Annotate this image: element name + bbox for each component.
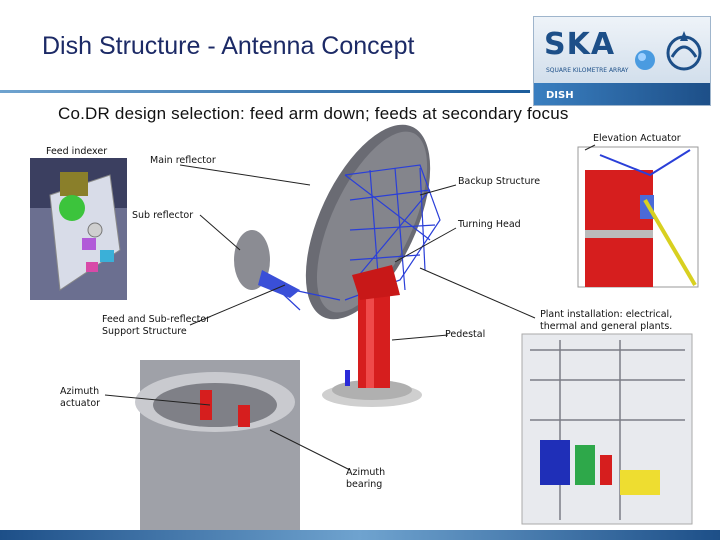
- label-azimuth-actuator-line2: actuator: [60, 398, 101, 409]
- logo-brand: SKA: [544, 27, 616, 62]
- ska-logo: SKA SQUARE KILOMETRE ARRAY DISH: [533, 16, 711, 106]
- slide-subtitle: Co.DR design selection: feed arm down; f…: [58, 104, 569, 123]
- label-elevation-actuator: Elevation Actuator: [593, 133, 681, 144]
- azimuth-image: [135, 360, 300, 530]
- label-feed-support-line1: Feed and Sub-reflector: [102, 314, 211, 325]
- label-feed-support: Feed and Sub-reflector Support Structure: [102, 314, 210, 338]
- dish-emblem-icon: [666, 31, 702, 71]
- label-plant-line1: Plant installation: electrical,: [540, 309, 673, 320]
- elevation-actuator-image: [577, 146, 699, 288]
- label-turning-head: Turning Head: [458, 219, 521, 230]
- label-azimuth-bearing: Azimuth bearing: [346, 467, 385, 491]
- label-pedestal: Pedestal: [445, 329, 486, 340]
- callout-lines: [104, 144, 596, 471]
- label-azimuth-actuator-line1: Azimuth: [60, 386, 100, 397]
- logo-section: DISH: [546, 90, 574, 101]
- sub-reflector-image: [234, 230, 300, 298]
- logo-tagline: SQUARE KILOMETRE ARRAY: [546, 67, 629, 74]
- label-azimuth-actuator: Azimuth actuator: [60, 386, 100, 410]
- plant-installation-image: [521, 333, 693, 525]
- label-azimuth-bearing-line2: bearing: [346, 479, 383, 490]
- label-main-reflector: Main reflector: [150, 155, 216, 166]
- label-azimuth-bearing-line1: Azimuth: [346, 467, 386, 478]
- label-feed-support-line2: Support Structure: [102, 326, 187, 337]
- slide-title: Dish Structure - Antenna Concept: [42, 32, 415, 60]
- main-reflector-image: [267, 124, 441, 320]
- label-plant-line2: thermal and general plants.: [540, 321, 673, 332]
- label-sub-reflector: Sub reflector: [132, 210, 194, 221]
- label-plant-installation: Plant installation: electrical, thermal …: [540, 309, 672, 333]
- label-feed-indexer: Feed indexer: [46, 146, 108, 157]
- logo-band: DISH: [534, 83, 710, 105]
- pedestal-image: [322, 265, 422, 407]
- footer-band: [0, 530, 720, 540]
- label-backup-structure: Backup Structure: [458, 176, 541, 187]
- title-divider: [0, 90, 530, 93]
- globe-icon: [635, 50, 655, 70]
- feed-indexer-image: [30, 158, 127, 300]
